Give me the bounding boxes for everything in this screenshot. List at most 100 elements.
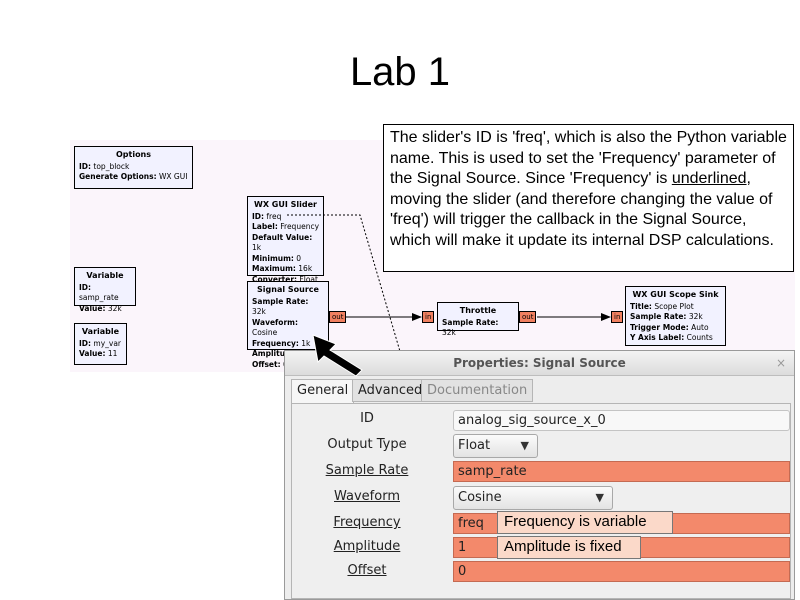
- slide-title: Lab 1: [349, 50, 451, 94]
- param-value: 1k: [252, 243, 262, 252]
- general-panel: ID analog_sig_source_x_0 Output Type Flo…: [291, 403, 791, 599]
- param-value: Frequency: [277, 222, 320, 231]
- param-value: 0: [293, 253, 302, 263]
- param-value: 32k: [252, 307, 266, 316]
- frequency-note: Frequency is variable: [497, 511, 673, 534]
- param-key: Value:: [79, 303, 106, 313]
- param-value: Scope Plot: [651, 301, 694, 311]
- amplitude-label: Amplitude: [333, 539, 401, 554]
- output-type-value: Float: [458, 438, 491, 453]
- block-param-row: ID: top_block: [79, 162, 188, 173]
- param-key: Sample Rate:: [630, 312, 687, 321]
- dialog-titlebar[interactable]: Properties: Signal Source ×: [285, 351, 794, 376]
- id-field[interactable]: analog_sig_source_x_0: [453, 410, 790, 431]
- param-value: samp_rate: [79, 293, 119, 302]
- param-value: 16k: [295, 264, 313, 273]
- pointer-arrow-icon: [312, 334, 363, 377]
- param-value: 32k: [686, 312, 703, 321]
- offset-label: Offset: [347, 563, 387, 578]
- block-param-row: ID: my_var: [79, 339, 122, 350]
- param-key: Waveform:: [252, 317, 298, 327]
- param-key: Default Value:: [252, 232, 313, 242]
- param-value: 1k: [298, 338, 311, 348]
- waveform-value: Cosine: [458, 490, 502, 505]
- block-param-row: Generate Options: WX GUI: [79, 172, 188, 183]
- block-throttle[interactable]: Throttle Sample Rate: 32k: [437, 302, 519, 337]
- scope-in-port[interactable]: in: [611, 311, 624, 323]
- block-param-row: Sample Rate: 32k: [252, 297, 324, 318]
- block-param-row: Y Axis Label: Counts: [630, 333, 721, 344]
- sample-rate-label: Sample Rate: [325, 463, 409, 478]
- block-param-row: Label: Frequency: [252, 222, 319, 233]
- param-key: Maximum:: [252, 264, 296, 273]
- param-value: Counts: [684, 333, 713, 342]
- block-param-row: ID: freq: [252, 212, 319, 223]
- param-key: Sample Rate:: [442, 317, 499, 327]
- block-param-row: Sample Rate: 32k: [442, 318, 514, 339]
- param-value: 32k: [105, 303, 122, 313]
- block-param-row: Minimum: 0: [252, 254, 319, 265]
- frequency-label: Frequency: [333, 515, 401, 530]
- param-key: Trigger Mode:: [630, 322, 689, 332]
- offset-field[interactable]: 0: [453, 561, 790, 582]
- waveform-label: Waveform: [334, 489, 400, 504]
- param-key: ID:: [79, 338, 92, 348]
- throttle-in-port[interactable]: in: [422, 311, 435, 323]
- chevron-down-icon: ▼: [520, 439, 529, 452]
- block-param-row: Frequency: 1k: [252, 339, 324, 350]
- chevron-down-icon: ▼: [595, 491, 604, 504]
- block-param-row: Maximum: 16k: [252, 264, 319, 275]
- dialog-title: Properties: Signal Source: [453, 356, 626, 370]
- param-key: Label:: [252, 222, 278, 231]
- param-key: Frequency:: [252, 338, 299, 348]
- tab-documentation[interactable]: Documentation: [421, 379, 534, 402]
- block-title: WX GUI Slider: [254, 200, 317, 209]
- throttle-out-port[interactable]: out: [519, 311, 537, 323]
- param-key: Converter:: [252, 274, 298, 284]
- waveform-select[interactable]: Cosine ▼: [453, 486, 613, 510]
- block-param-row: Value: 11: [79, 349, 122, 360]
- output-type-label: Output Type: [327, 437, 407, 452]
- block-title: WX GUI Scope Sink: [632, 290, 719, 299]
- block-title: Variable: [86, 271, 124, 280]
- close-icon[interactable]: ×: [775, 356, 786, 370]
- param-key: Generate Options:: [79, 172, 157, 181]
- block-param-row: Sample Rate: 32k: [630, 312, 721, 323]
- param-key: ID:: [252, 211, 265, 221]
- callout-pointer-freq: [287, 214, 446, 506]
- param-key: Title:: [630, 301, 652, 311]
- block-param-row: Waveform: Cosine: [252, 318, 324, 339]
- param-key: ID:: [79, 161, 92, 171]
- param-value: top_block: [91, 161, 130, 171]
- block-param-row: Value: 32k: [79, 304, 131, 315]
- param-key: Y Axis Label:: [630, 333, 685, 342]
- tab-advanced[interactable]: Advanced: [352, 379, 429, 402]
- output-type-select[interactable]: Float ▼: [453, 434, 538, 458]
- param-value: 11: [105, 349, 118, 358]
- block-param-row: Trigger Mode: Auto: [630, 323, 721, 334]
- amplitude-note: Amplitude is fixed: [497, 536, 641, 559]
- block-title: Throttle: [459, 306, 497, 315]
- block-param-row: Default Value: 1k: [252, 233, 319, 254]
- sample-rate-field[interactable]: samp_rate: [453, 461, 790, 482]
- block-param-row: ID: samp_rate: [79, 283, 131, 304]
- block-title: Options: [115, 150, 152, 159]
- param-key: Amplitude:: [252, 349, 299, 358]
- param-key: Offset:: [252, 359, 281, 369]
- param-key: Minimum:: [252, 253, 294, 263]
- param-key: Sample Rate:: [252, 296, 309, 306]
- block-param-row: Converter: Float: [252, 275, 319, 286]
- signal-source-out-port[interactable]: out: [329, 311, 347, 323]
- param-value: Auto: [688, 322, 709, 332]
- tab-general[interactable]: General: [291, 379, 355, 404]
- param-value: 32k: [442, 328, 456, 337]
- explanation-callout: The slider's ID is 'freq', which is also…: [383, 124, 794, 272]
